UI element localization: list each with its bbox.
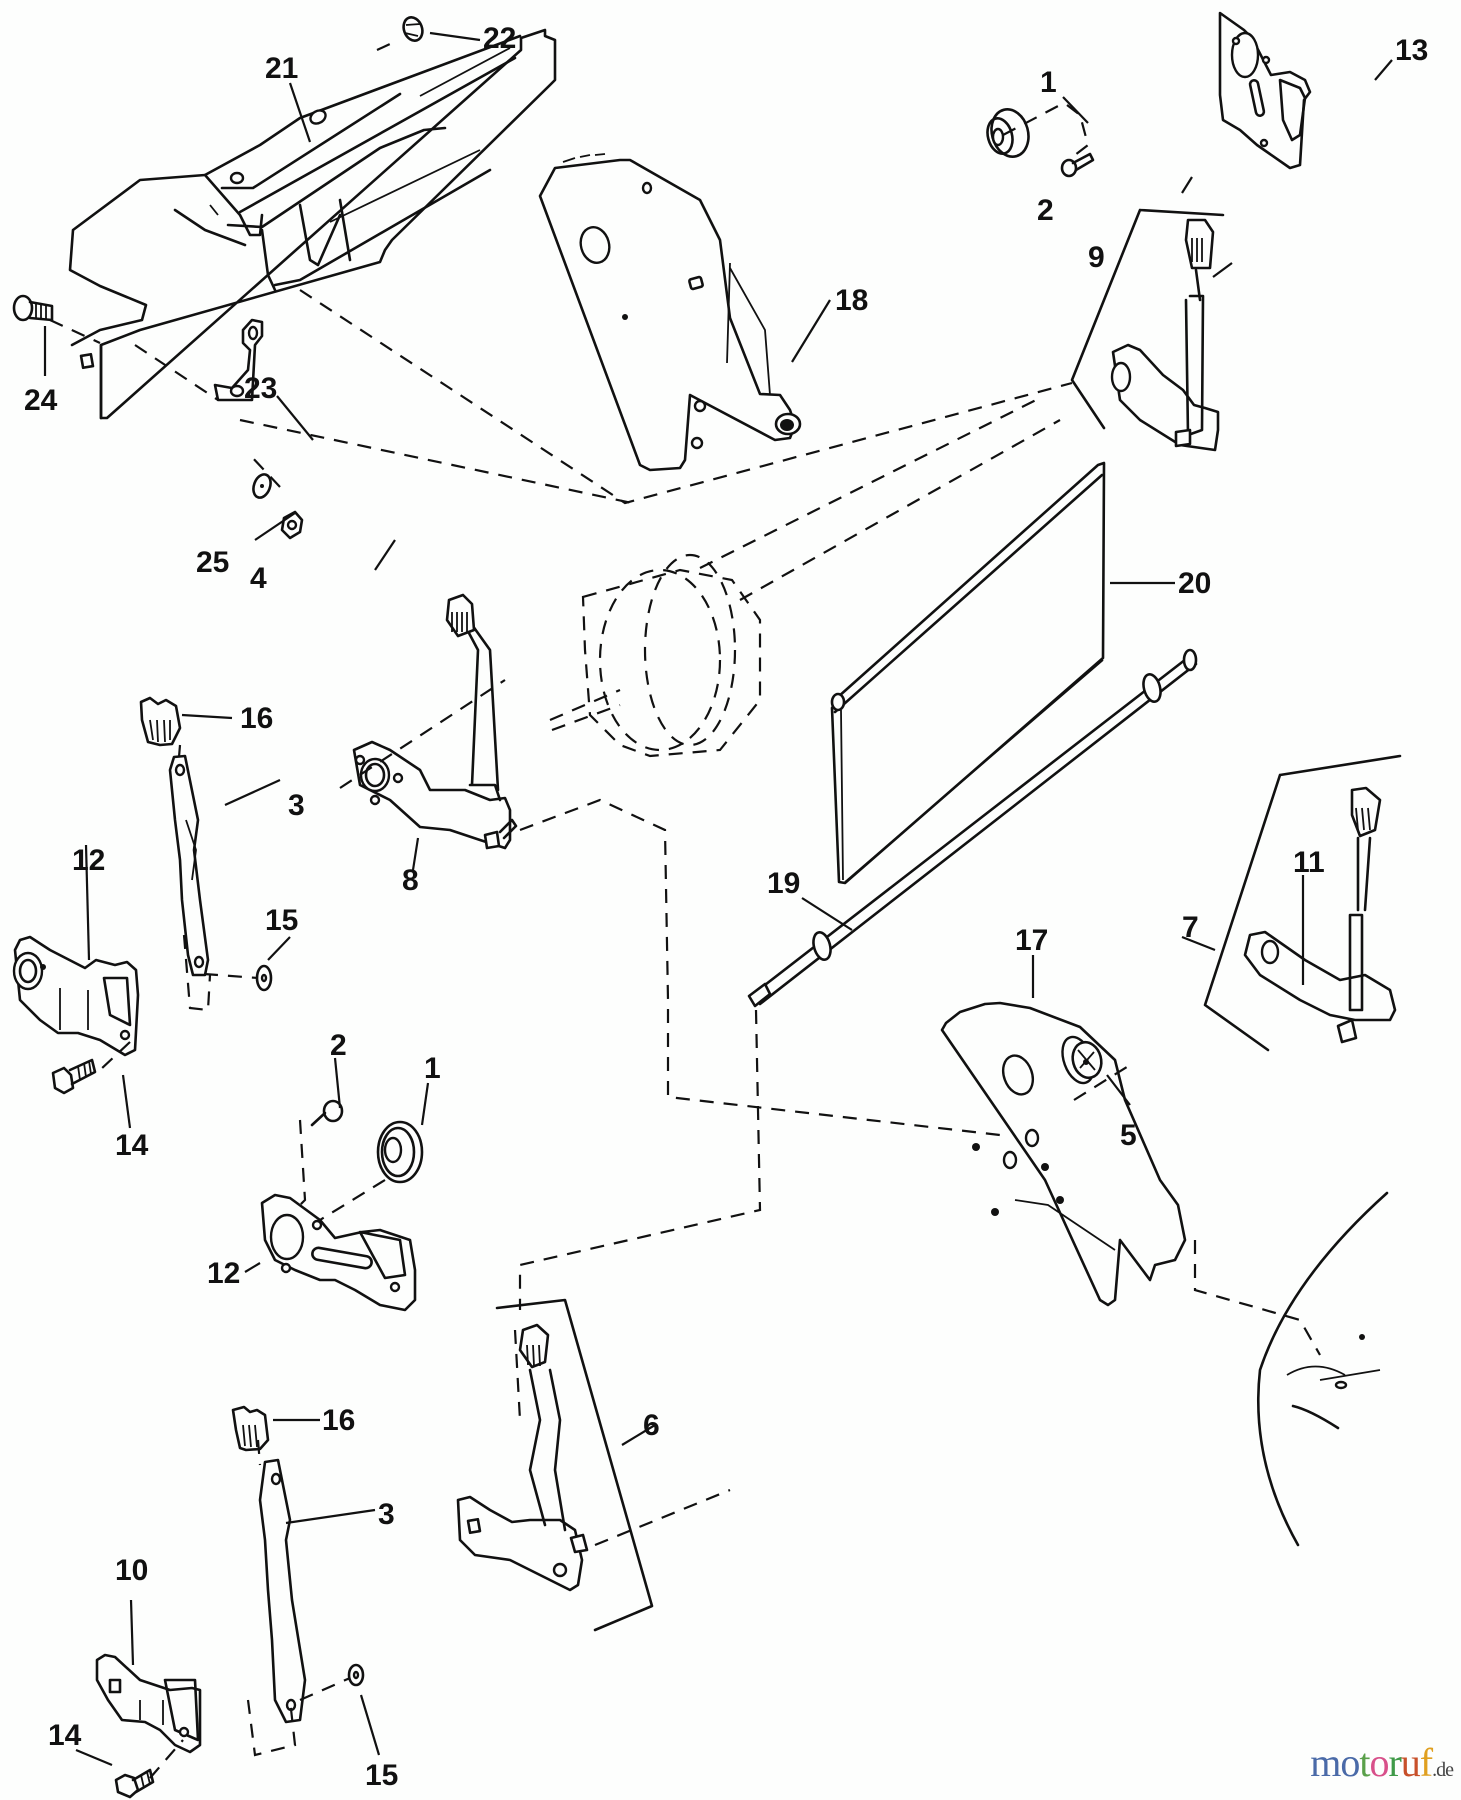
logo-tld: .de: [1432, 1759, 1454, 1781]
part-16-cap-lower: [231, 1405, 270, 1452]
part-1-bearing-lower: [376, 1120, 424, 1184]
callout-11: 11: [1293, 846, 1325, 879]
part-21-housing-bracket: [68, 28, 557, 420]
part-10-bracket: [95, 1653, 202, 1754]
logo-letter: o: [1340, 1740, 1360, 1785]
part-24-bolt: [12, 294, 54, 322]
callout-1-bottom: 1: [424, 1052, 441, 1085]
callout-2-top: 2: [1037, 194, 1054, 227]
callout-24: 24: [24, 384, 58, 417]
motoruf-logo: motoruf.de: [1310, 1739, 1454, 1786]
part-6-lever-assembly: [456, 1298, 654, 1632]
callout-5: 5: [1120, 1119, 1137, 1152]
callout-16-top: 16: [240, 702, 273, 735]
part-8-lever-assembly: [352, 593, 518, 850]
part-2-screw-top: [1060, 152, 1095, 178]
callout-14-top: 14: [115, 1129, 149, 1162]
assembly-dashed-lines: [49, 43, 1321, 1779]
part-22-nut: [402, 16, 424, 42]
callout-20: 20: [1178, 567, 1211, 600]
part-19-shaft: [747, 648, 1198, 1008]
part-12-bracket-upper: [12, 935, 140, 1057]
part-12-bracket-lower: [260, 1193, 417, 1312]
part-14-bolt-upper: [51, 1058, 97, 1095]
part-14-bolt-lower: [114, 1768, 155, 1799]
part-5-nut: [1071, 1040, 1103, 1080]
callout-7: 7: [1182, 911, 1199, 944]
base-outline: [1257, 1191, 1389, 1547]
callout-4-top: 4: [250, 562, 267, 595]
part-15-washer-upper: [255, 964, 273, 992]
logo-letter: u: [1400, 1740, 1421, 1785]
logo-letter: o: [1369, 1740, 1389, 1785]
logo-letter: f: [1419, 1740, 1433, 1785]
callout-19: 19: [767, 867, 800, 900]
callout-23: 23: [244, 372, 277, 405]
callout-1-top: 1: [1040, 66, 1057, 99]
callout-2-bottom: 2: [330, 1029, 347, 1062]
part-13-bracket: [1218, 11, 1312, 170]
callout-12-bottom: 12: [207, 1257, 240, 1290]
logo-letter: t: [1359, 1740, 1370, 1785]
callout-21: 21: [265, 52, 298, 85]
callout-9: 9: [1088, 241, 1105, 274]
callout-3-top: 3: [288, 789, 305, 822]
part-18-side-plate: [538, 153, 802, 472]
logo-wordmark: motoruf: [1310, 1740, 1433, 1785]
part-9-lever-assembly: [1070, 208, 1225, 452]
callout-17: 17: [1015, 924, 1048, 957]
callout-18: 18: [835, 284, 868, 317]
part-2-screw-lower: [310, 1099, 344, 1127]
part-16-cap-upper: [139, 696, 182, 747]
callout-10: 10: [115, 1554, 148, 1587]
part-17-side-plate: [940, 1001, 1187, 1307]
callout-6: 6: [643, 1409, 660, 1442]
part-3-link-upper: [168, 754, 210, 977]
part-3-link-lower: [258, 1458, 307, 1724]
part-1-bearing-top: [986, 108, 1030, 158]
callout-22: 22: [483, 22, 516, 55]
part-7-lever-assembly: [1203, 754, 1402, 1052]
callout-13: 13: [1395, 34, 1428, 67]
leader-lines: [43, 31, 1393, 1767]
part-23-bracket: [213, 318, 264, 402]
callout-3-bottom: 3: [378, 1498, 395, 1531]
callout-8: 8: [402, 864, 419, 897]
callout-25: 25: [196, 546, 229, 579]
callout-16-bottom: 16: [322, 1404, 355, 1437]
part-15-washer-lower: [347, 1663, 365, 1687]
callout-12-top: 12: [72, 844, 105, 877]
callout-14-bottom: 14: [48, 1719, 82, 1752]
part-25-washer: [252, 473, 272, 499]
logo-letter: m: [1310, 1740, 1341, 1785]
alternator-hidden-outline: [549, 397, 1061, 758]
callout-15-top: 15: [265, 904, 298, 937]
logo-letter: r: [1388, 1740, 1401, 1785]
callout-labels: 21 22 24 23 25 4 18 1 2 13 9 20 16 3 12 …: [24, 22, 1428, 1792]
part-20-cover-panel: [830, 461, 1106, 885]
callout-15-bottom: 15: [365, 1759, 398, 1792]
